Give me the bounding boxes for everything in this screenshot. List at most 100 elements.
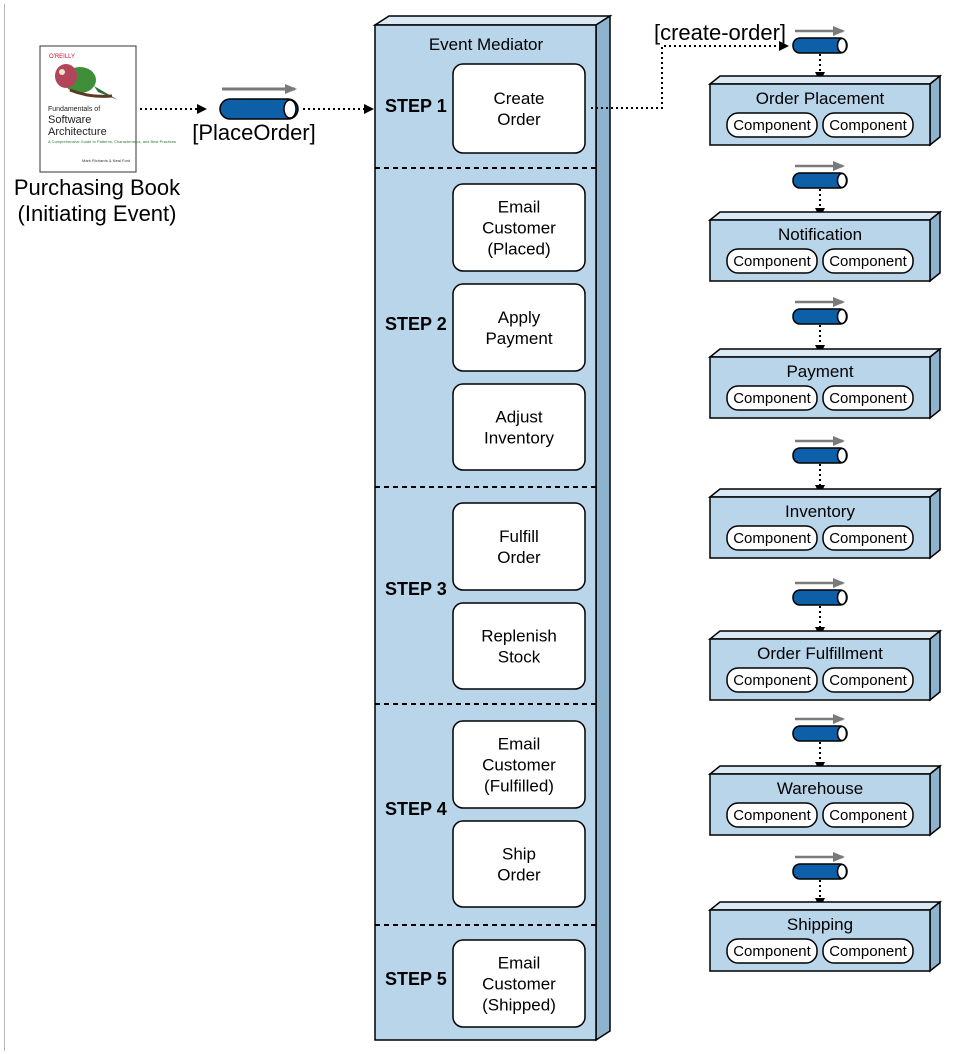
processor-name: Notification bbox=[778, 225, 862, 244]
task-label-line: Email bbox=[498, 735, 541, 754]
component-pill bbox=[726, 385, 818, 411]
task-label-line: Email bbox=[498, 954, 541, 973]
processor-top-face bbox=[707, 348, 943, 358]
book-authors: Mark Richards & Neal Ford bbox=[82, 158, 130, 163]
task-box-border bbox=[452, 283, 586, 372]
task-box-border bbox=[452, 183, 586, 272]
task-box-border bbox=[452, 502, 586, 591]
processor-top-face bbox=[707, 488, 943, 498]
task-label-line: Ship bbox=[502, 845, 536, 864]
task-box-border bbox=[452, 63, 586, 154]
component-pill bbox=[822, 525, 914, 551]
step-label: STEP 5 bbox=[385, 969, 447, 989]
book-publisher: O'REILLY bbox=[49, 54, 75, 60]
step-label: STEP 3 bbox=[385, 579, 447, 599]
component-pill bbox=[726, 248, 818, 274]
component-label: Component bbox=[733, 943, 811, 960]
task-label-line: (Shipped) bbox=[482, 996, 556, 1015]
processor-top-face bbox=[707, 630, 943, 640]
processor-top-face bbox=[707, 75, 943, 85]
component-label: Component bbox=[829, 807, 907, 824]
task-label-line: Email bbox=[498, 198, 541, 217]
component-label: Component bbox=[733, 672, 811, 689]
processor-side-face bbox=[929, 900, 941, 973]
component-label: Component bbox=[829, 530, 907, 547]
component-label: Component bbox=[829, 117, 907, 134]
task-box-border bbox=[452, 383, 586, 471]
component-label: Component bbox=[829, 390, 907, 407]
book-title-line2: Software bbox=[48, 114, 91, 126]
processor-name: Payment bbox=[786, 362, 853, 381]
step-label: STEP 1 bbox=[385, 96, 447, 116]
book-title-line1: Fundamentals of bbox=[48, 106, 100, 113]
create-order-channel-label: [create-order] bbox=[654, 20, 786, 45]
step-label: STEP 4 bbox=[385, 799, 447, 819]
processor-queue bbox=[792, 297, 848, 325]
component-pill bbox=[726, 112, 818, 138]
processor-queue bbox=[792, 714, 848, 742]
page-frame bbox=[4, 4, 954, 1051]
component-label: Component bbox=[733, 390, 811, 407]
component-pill bbox=[822, 802, 914, 828]
mediator-top-face bbox=[372, 15, 613, 26]
component-pill bbox=[822, 667, 914, 693]
book-cover: O'REILLY Fundamentals of Software Archit… bbox=[39, 45, 176, 173]
component-label: Component bbox=[733, 253, 811, 270]
component-label: Component bbox=[733, 530, 811, 547]
book-title-line3: Architecture bbox=[48, 126, 107, 138]
processor-side-face bbox=[929, 74, 941, 147]
component-pill bbox=[726, 802, 818, 828]
task-label-line: Customer bbox=[482, 219, 556, 238]
task-label-line: (Fulfilled) bbox=[484, 777, 554, 796]
component-pill bbox=[822, 385, 914, 411]
create-order-arrow bbox=[591, 41, 789, 109]
component-label: Component bbox=[733, 117, 811, 134]
processor-name: Inventory bbox=[785, 502, 855, 521]
initiating-event-caption-line2: (Initiating Event) bbox=[18, 201, 177, 226]
task-label-line: Stock bbox=[498, 648, 541, 667]
mediator-step: STEP 2EmailCustomer(Placed)ApplyPaymentA… bbox=[385, 183, 586, 471]
processor-name: Order Placement bbox=[756, 89, 885, 108]
task-label-line: Order bbox=[497, 866, 541, 885]
book-subtitle: A Comprehensive Guide to Patterns, Chara… bbox=[48, 139, 176, 144]
task-label-line: Order bbox=[497, 548, 541, 567]
task-box-border bbox=[452, 720, 586, 809]
task-label-line: Customer bbox=[482, 975, 556, 994]
component-label: Component bbox=[829, 253, 907, 270]
mediator-side-face bbox=[595, 14, 611, 1042]
component-label: Component bbox=[733, 807, 811, 824]
processor-queue bbox=[792, 161, 848, 189]
task-label-line: Customer bbox=[482, 756, 556, 775]
task-label-line: (Placed) bbox=[487, 240, 550, 259]
processor-name: Order Fulfillment bbox=[757, 644, 883, 663]
processor-side-face bbox=[929, 487, 941, 560]
task-label-line: Adjust bbox=[495, 408, 543, 427]
component-pill bbox=[726, 525, 818, 551]
task-label-line: Replenish bbox=[481, 627, 557, 646]
component-pill bbox=[822, 112, 914, 138]
processor-side-face bbox=[929, 764, 941, 837]
processor-top-face bbox=[707, 901, 943, 911]
task-label-line: Apply bbox=[498, 308, 541, 327]
place-order-queue bbox=[219, 84, 299, 120]
processor-queue bbox=[792, 852, 848, 880]
component-label: Component bbox=[829, 943, 907, 960]
task-box-border bbox=[452, 939, 586, 1028]
